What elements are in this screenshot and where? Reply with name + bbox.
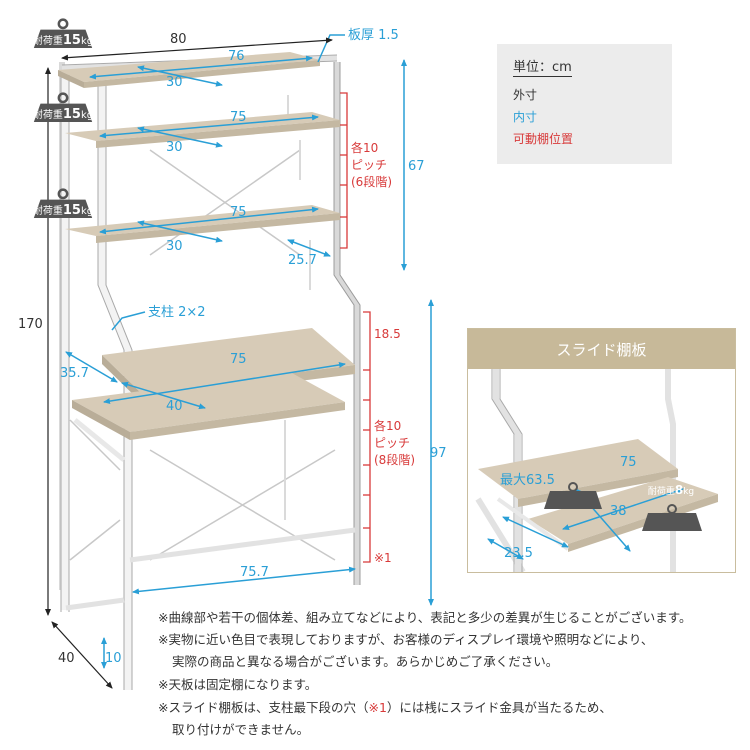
dim-desk-width: 75 <box>230 352 247 367</box>
weight-badge-3 <box>33 188 93 218</box>
inset-dim-width: 75 <box>620 455 637 470</box>
dim-desk-depth: 40 <box>166 399 183 414</box>
dim-gap: 18.5 <box>374 327 401 341</box>
inset-title: スライド棚板 <box>468 329 735 369</box>
dim-bottom-width: 75.7 <box>240 565 269 580</box>
pitch-upper-label: 各10 ピッチ (6段階) <box>351 141 392 189</box>
dim-shelf2-width: 75 <box>230 110 247 125</box>
legend-movable: 可動棚位置 <box>513 132 574 146</box>
legend-unit: 単位：cm <box>513 60 572 77</box>
slide-shelf-inset: スライド棚板 耐荷重20kg 耐荷重8 <box>467 328 736 573</box>
pillar-label: 支柱 2×2 <box>148 305 206 320</box>
note-4-cont: 取り付けができません。 <box>172 722 310 737</box>
weight-badge-2 <box>33 92 93 122</box>
inset-drawing <box>475 369 718 572</box>
weight-label-2: 耐荷重15kg <box>32 107 94 122</box>
dim-lower-height: 97 <box>430 446 447 461</box>
note-mark-1: ※1 <box>374 551 392 565</box>
note-3: ※天板は固定棚になります。 <box>158 677 318 692</box>
inset-dim-depth: 38 <box>610 504 627 519</box>
shelf-top <box>58 52 320 88</box>
dim-total-height: 170 <box>18 317 43 332</box>
note-2: ※実物に近い色目で表現しておりますが、お客様のディスプレイ環境や照明などにより、 <box>158 632 654 647</box>
note-2-cont: 実際の商品と異なる場合がございます。あらかじめご了承ください。 <box>172 654 559 669</box>
weight-label-1: 耐荷重15kg <box>32 33 94 48</box>
dim-upper-height: 67 <box>408 159 425 174</box>
note-4: ※スライド棚板は、支柱最下段の穴（※1）には桟にスライド金具が当たるため、 <box>158 700 612 715</box>
pitch-lower-label: 各10 ピッチ (8段階) <box>374 419 415 467</box>
dim-top-inner-width: 76 <box>228 49 245 64</box>
inset-dim-max-extend: 最大63.5 <box>500 473 555 488</box>
inset-weight-slide: 耐荷重8kg <box>647 483 695 497</box>
dim-shelf3-depth: 30 <box>166 239 183 254</box>
weight-label-3: 耐荷重15kg <box>32 203 94 218</box>
dim-width-outer: 80 <box>170 32 187 47</box>
dim-base-depth: 40 <box>58 651 75 666</box>
dim-desk-side: 35.7 <box>60 366 89 381</box>
inset-weight-main: 耐荷重20kg <box>543 406 599 420</box>
weight-badge-1 <box>33 18 93 48</box>
dim-foot-height: 10 <box>105 651 122 666</box>
legend: 単位：cm 外寸 内寸 可動棚位置 <box>497 44 672 164</box>
dim-top-depth: 30 <box>166 75 183 90</box>
inset-dim-side: 23.5 <box>504 546 533 561</box>
dim-thickness: 板厚 1.5 <box>348 28 399 43</box>
note-1: ※曲線部や若干の個体差、組み立てなどにより、表記と多少の差異が生じることがござい… <box>158 610 692 625</box>
legend-outer: 外寸 <box>513 88 538 102</box>
dim-side-depth: 25.7 <box>288 253 317 268</box>
dim-shelf3-width: 75 <box>230 205 247 220</box>
legend-inner: 内寸 <box>513 110 538 124</box>
dim-shelf2-depth: 30 <box>166 140 183 155</box>
